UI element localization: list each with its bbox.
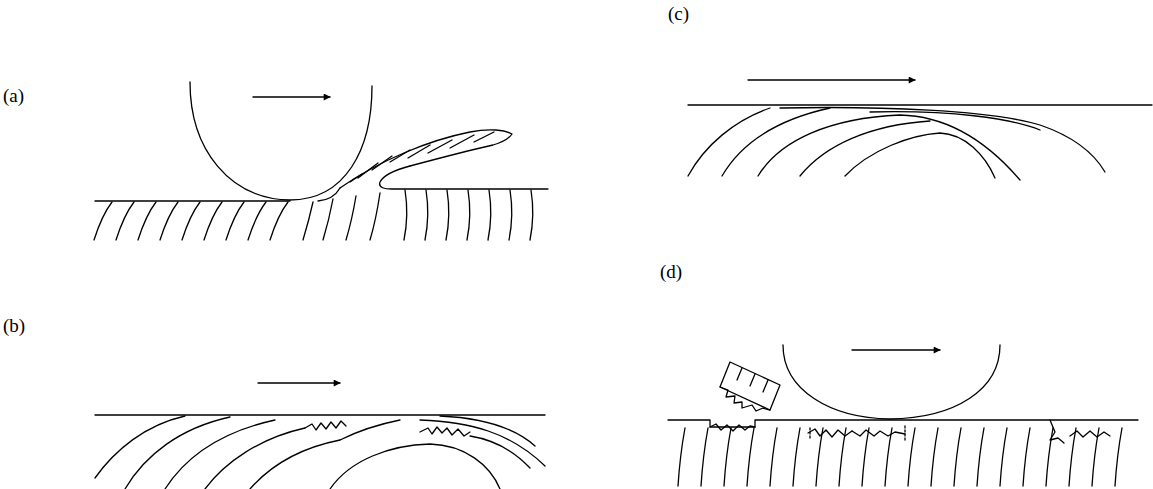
motion-arrow: [258, 382, 340, 383]
grain-line: [1069, 428, 1076, 486]
grain-line: [323, 199, 333, 240]
subsurface-crack: [852, 430, 905, 436]
panel-label: (d): [660, 262, 682, 283]
flake-grain: [750, 374, 755, 386]
grain-line: [488, 190, 491, 240]
flake-crack-edge: [720, 387, 770, 411]
panel-a-figure: [94, 82, 548, 240]
chip-root-surface: [380, 166, 548, 189]
flow-line: [165, 420, 275, 489]
grain-line: [724, 428, 731, 486]
flow-line: [780, 108, 1105, 172]
surface-line: [95, 414, 545, 415]
flow-line: [470, 436, 530, 468]
grain-line: [160, 202, 178, 240]
grain-line: [270, 202, 288, 240]
grain-line: [370, 193, 380, 240]
flow-line: [845, 133, 995, 178]
grain-line: [94, 202, 112, 240]
grain-line: [885, 428, 892, 486]
chip-hatch: [428, 140, 452, 153]
grain-line: [977, 428, 984, 486]
panel-label: (c): [668, 4, 689, 25]
grain-line: [204, 202, 222, 240]
grain-line: [1000, 428, 1007, 486]
grain-line: [404, 190, 407, 240]
grain-line: [182, 202, 200, 240]
asperity-tip: [190, 82, 372, 200]
grain-line: [770, 428, 777, 486]
grain-line: [747, 428, 754, 486]
grain-line: [1092, 428, 1099, 486]
grain-line: [839, 428, 846, 486]
grain-line: [248, 202, 266, 240]
chip-hatch: [390, 150, 410, 162]
chip-outer: [340, 130, 512, 188]
flow-line: [205, 428, 305, 489]
motion-arrow: [852, 349, 940, 350]
asperity-tip: [783, 345, 1000, 419]
chip-root: [318, 188, 340, 201]
grain-line: [793, 428, 800, 486]
crack-dashed: [904, 426, 905, 440]
grain-line: [446, 190, 449, 240]
chip-hatch: [450, 135, 474, 148]
flow-line: [250, 440, 340, 489]
grain-line: [226, 202, 244, 240]
panel-d-figure: [668, 345, 1138, 486]
chip-hatch: [358, 163, 378, 178]
grain-line: [530, 190, 533, 240]
motion-arrow: [253, 96, 330, 97]
grain-line: [303, 202, 313, 240]
grain-line: [908, 428, 915, 486]
grain-line: [1046, 428, 1053, 486]
subsurface-crack: [420, 427, 470, 436]
grain-line: [701, 428, 708, 486]
flake-grain: [737, 368, 742, 380]
flow-line: [340, 420, 400, 440]
grain-line: [862, 428, 869, 486]
wear-flake: [720, 362, 780, 410]
chip-hatch: [350, 174, 362, 182]
grain-line: [1115, 428, 1122, 486]
crack: [710, 424, 755, 431]
crack-dashed: [809, 428, 810, 440]
flow-line: [330, 444, 500, 489]
grain-line: [467, 190, 470, 240]
subsurface-crack: [1070, 431, 1110, 437]
flow-line: [440, 416, 535, 446]
flow-line: [758, 115, 1020, 180]
flow-line: [722, 108, 830, 176]
motion-arrow: [748, 79, 915, 80]
flow-line: [420, 420, 545, 466]
chip-hatch: [372, 156, 392, 170]
grain-line: [138, 202, 156, 240]
chip-hatch: [408, 145, 430, 158]
grain-line: [816, 428, 823, 486]
grain-line: [678, 428, 685, 486]
grain-line: [509, 190, 512, 240]
panel-b-figure: [95, 383, 545, 489]
worn-surface: [95, 200, 290, 201]
surface-line: [688, 104, 1152, 105]
panel-label: (b): [3, 316, 25, 337]
flake-grain: [763, 380, 768, 392]
grain-line: [425, 190, 428, 240]
grain-line: [954, 428, 961, 486]
grain-line: [1023, 428, 1030, 486]
flow-line: [800, 121, 930, 176]
grain-line: [346, 196, 356, 240]
panel-c-figure: [688, 80, 1152, 180]
grain-line: [931, 428, 938, 486]
subsurface-crack: [305, 421, 346, 430]
panel-label: (a): [3, 86, 24, 107]
flow-line: [870, 112, 1040, 130]
grain-line: [116, 202, 134, 240]
chip-hatch: [474, 132, 494, 142]
